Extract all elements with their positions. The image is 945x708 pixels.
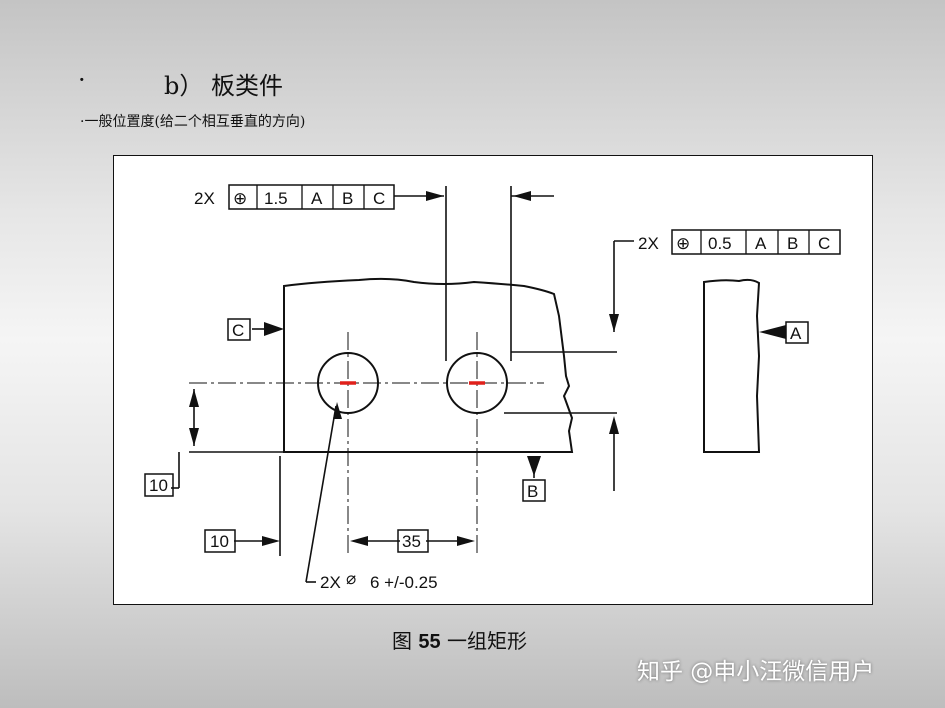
position-symbol-icon: ⊕ bbox=[676, 234, 690, 253]
fcf-top: 2X ⊕ 1.5 A B C bbox=[194, 184, 395, 210]
plate-outline bbox=[283, 277, 574, 453]
hole-note-prefix: 2X bbox=[320, 573, 341, 592]
drawing-figure: 2X ⊕ 1.5 A B C 2X ⊕ 0.5 A B C C A B 10 1… bbox=[113, 155, 873, 605]
fcf-top-datum-a: A bbox=[311, 189, 323, 208]
caption-title: 一组矩形 bbox=[446, 629, 527, 653]
datum-c-label: C bbox=[232, 321, 244, 340]
heading-text: b） 板类件 bbox=[164, 72, 283, 100]
subheading: ·一般位置度(给二个相互垂直的方向) bbox=[80, 114, 306, 130]
fcf-right-datum-b: B bbox=[787, 234, 798, 253]
dim-spacing-35: 35 bbox=[402, 532, 421, 551]
fcf-right-datum-c: C bbox=[818, 234, 830, 253]
datum-b-label: B bbox=[527, 482, 538, 501]
watermark: 知乎 @申小汪微信用户 bbox=[637, 659, 875, 685]
fcf-right-prefix: 2X bbox=[638, 234, 659, 253]
fcf-top-tolerance: 1.5 bbox=[264, 189, 288, 208]
diameter-symbol-icon: ⌀ bbox=[346, 569, 356, 588]
dim-horizontal-10: 10 bbox=[210, 532, 229, 551]
fcf-top-datum-b: B bbox=[342, 189, 353, 208]
gdt-drawing: 2X ⊕ 1.5 A B C 2X ⊕ 0.5 A B C C A B 10 1… bbox=[144, 184, 841, 592]
side-view-outline bbox=[703, 278, 761, 453]
caption-label: 图 bbox=[392, 629, 412, 653]
fcf-right-datum-a: A bbox=[755, 234, 767, 253]
fcf-top-datum-c: C bbox=[373, 189, 385, 208]
caption-number: 55 bbox=[418, 631, 441, 653]
fcf-top-prefix: 2X bbox=[194, 189, 215, 208]
fcf-right-tolerance: 0.5 bbox=[708, 234, 732, 253]
dim-vertical-10: 10 bbox=[149, 476, 168, 495]
datum-a-label: A bbox=[790, 324, 802, 343]
position-symbol-icon: ⊕ bbox=[233, 189, 247, 208]
fcf-right: 2X ⊕ 0.5 A B C bbox=[638, 229, 841, 255]
figure-caption: 图 55 一组矩形 bbox=[392, 625, 527, 654]
heading-bullet: · bbox=[78, 66, 86, 94]
hole-note-value: 6 +/-0.25 bbox=[370, 573, 438, 592]
